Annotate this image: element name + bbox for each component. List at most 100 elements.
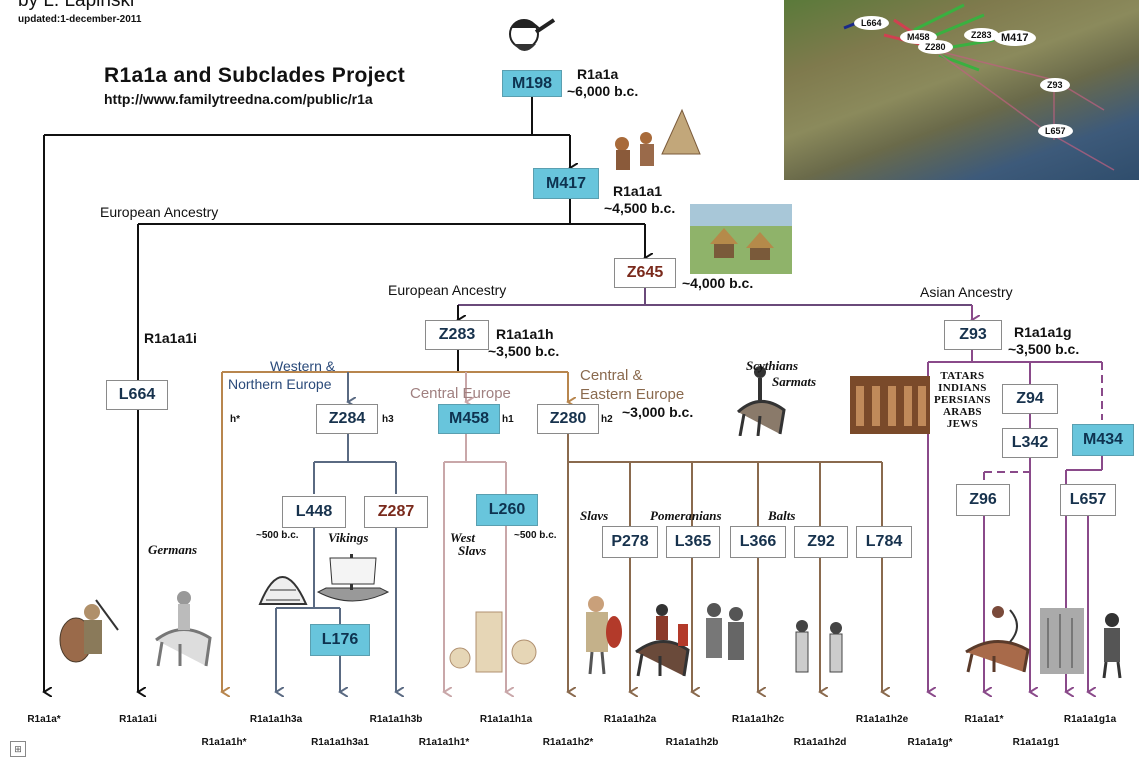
node-z287[interactable]: Z287	[364, 496, 428, 528]
z93-haplogroup-name: R1a1a1g	[1014, 324, 1072, 340]
neolithic-camp-illustration	[615, 108, 701, 170]
z283-date: ~3,500 b.c.	[488, 343, 560, 359]
germanic-rider-illustration	[155, 591, 212, 667]
l664-haplogroup-name: R1a1a1i	[144, 330, 197, 346]
leaf-r1a1a-star: R1a1a*	[27, 714, 61, 725]
region-european-ancestry-top: European Ancestry	[100, 204, 219, 220]
node-p278[interactable]: P278	[602, 526, 658, 558]
m417-haplogroup-name: R1a1a1	[613, 183, 663, 199]
image-corner-icon: ⊞	[10, 741, 26, 757]
author-credit: by L. Lapinski	[18, 0, 135, 11]
region-western-line1: Western &	[270, 358, 336, 374]
project-url[interactable]: http://www.familytreedna.com/public/r1a	[104, 91, 373, 107]
caveman-illustration	[509, 18, 556, 51]
node-l784[interactable]: L784	[856, 526, 912, 558]
people-scythians: Scythians	[746, 358, 799, 373]
z93-date: ~3,500 b.c.	[1008, 341, 1080, 357]
leaf-r1a1a1h-star: R1a1a1h*	[201, 737, 247, 748]
node-m458[interactable]: M458	[438, 404, 500, 434]
people-sarmats: Sarmats	[772, 374, 817, 389]
h1-label: h1	[502, 414, 514, 425]
slav-warrior-illustration	[586, 596, 622, 675]
map-label-l657: L657	[1038, 124, 1073, 138]
balts-figures-illustration	[795, 620, 843, 673]
map-label-m417: M417	[994, 30, 1036, 46]
map-label-z283: Z283	[964, 28, 999, 42]
map-label-l664: L664	[854, 16, 889, 30]
knights-illustration	[706, 603, 744, 660]
viking-helmet-illustration	[258, 576, 308, 605]
region-central-europe: Central Europe	[410, 385, 511, 402]
z284-subtree-lines	[276, 434, 396, 692]
z283-haplogroup-name: R1a1a1h	[496, 326, 554, 342]
leaf-r1a1a1h2c: R1a1a1h2c	[731, 714, 785, 725]
m458-subtree-lines	[444, 434, 506, 692]
map-label-z93: Z93	[1040, 78, 1070, 92]
people-germans: Germans	[148, 542, 198, 557]
leaf-r1a1a1g1: R1a1a1g1	[1012, 737, 1060, 748]
z645-split-lines	[458, 288, 972, 320]
node-m417[interactable]: M417	[533, 168, 599, 199]
people-pomeranians: Pomeranians	[650, 508, 722, 523]
asian-people-arabs: ARABS	[943, 406, 982, 418]
m198-haplogroup-name: R1a1a	[577, 66, 619, 82]
map-label-z280: Z280	[918, 40, 953, 54]
node-z94[interactable]: Z94	[1002, 384, 1058, 414]
node-z645[interactable]: Z645	[614, 258, 676, 288]
main-trunk-lines	[44, 97, 645, 692]
node-z283[interactable]: Z283	[425, 320, 489, 350]
leaf-r1a1a1g-star: R1a1a1g*	[907, 737, 953, 748]
people-west-slavs-line2: Slavs	[458, 543, 487, 558]
asian-warrior-illustration	[1102, 613, 1122, 679]
leaf-r1a1a1h3a1: R1a1a1h3a1	[311, 737, 369, 748]
z280-subtree-lines	[568, 434, 882, 692]
l260-date: ~500 b.c.	[514, 530, 557, 541]
node-l260[interactable]: L260	[476, 494, 538, 526]
asian-people-jews: JEWS	[946, 418, 978, 430]
node-m434[interactable]: M434	[1072, 424, 1134, 456]
node-l366[interactable]: L366	[730, 526, 786, 558]
node-l664[interactable]: L664	[106, 380, 168, 410]
region-western-line2: Northern Europe	[228, 376, 332, 392]
node-z280[interactable]: Z280	[537, 404, 599, 434]
h3-label: h3	[382, 414, 394, 425]
node-z284[interactable]: Z284	[316, 404, 378, 434]
l448-date: ~500 b.c.	[256, 530, 299, 541]
node-z96[interactable]: Z96	[956, 484, 1010, 516]
h2-label: h2	[601, 414, 613, 425]
m198-date: ~6,000 b.c.	[567, 83, 639, 99]
leaf-r1a1a1i: R1a1a1i	[119, 714, 157, 725]
node-l176[interactable]: L176	[310, 624, 370, 656]
archer-rider-illustration	[965, 606, 1030, 673]
migration-arrows	[843, 3, 1115, 171]
node-l365[interactable]: L365	[666, 526, 720, 558]
node-l448[interactable]: L448	[282, 496, 346, 528]
leaf-r1a1a1h3b: R1a1a1h3b	[369, 714, 423, 725]
asian-people-indians: INDIANS	[938, 382, 987, 394]
leaf-r1a1a1h2-star: R1a1a1h2*	[542, 737, 594, 748]
z645-date: ~4,000 b.c.	[682, 275, 754, 291]
region-asian-ancestry: Asian Ancestry	[920, 284, 1013, 300]
leaf-r1a1a1h2a: R1a1a1h2a	[603, 714, 657, 725]
z280-date: ~3,000 b.c.	[622, 404, 694, 420]
node-z93[interactable]: Z93	[944, 320, 1002, 350]
node-z92[interactable]: Z92	[794, 526, 848, 558]
project-title: R1a1a and Subclades Project	[104, 64, 406, 87]
m417-date: ~4,500 b.c.	[604, 200, 676, 216]
node-l342[interactable]: L342	[1002, 428, 1058, 458]
pomeranian-rider-illustration	[635, 604, 690, 677]
people-west-slavs-line1: West	[450, 530, 476, 545]
node-l657[interactable]: L657	[1060, 484, 1116, 516]
people-balts: Balts	[768, 508, 796, 523]
leaf-r1a1a1g1a: R1a1a1g1a	[1063, 714, 1117, 725]
leaf-r1a1a1-star: R1a1a1*	[964, 714, 1004, 725]
west-slavs-statue-illustration	[449, 611, 537, 673]
leaf-r1a1a1h2e: R1a1a1h2e	[855, 714, 909, 725]
asian-people-tatars: TATARS	[940, 370, 985, 382]
leaf-r1a1a1h2b: R1a1a1h2b	[665, 737, 719, 748]
node-m198[interactable]: M198	[502, 70, 562, 97]
region-european-ancestry: European Ancestry	[388, 282, 507, 298]
migration-map-image: M458 Z280 Z283 M417 Z93 L657 L664	[784, 0, 1139, 180]
z283-branch-lines	[222, 350, 568, 692]
